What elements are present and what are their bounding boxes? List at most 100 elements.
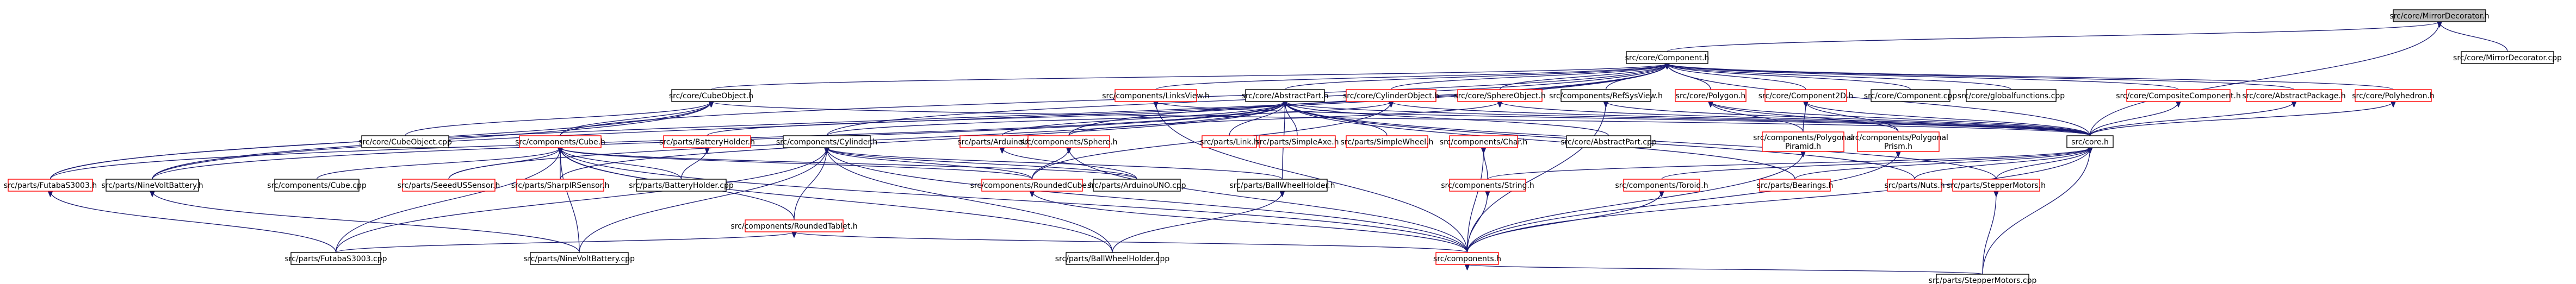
edge-cubecomp-to-roundedcube [560, 147, 1033, 180]
edge-cylobj-to-cylcomp [826, 101, 1391, 136]
node-box [1871, 89, 1950, 102]
node-src-parts-bearings-h[interactable]: src/parts/Bearings.h [1757, 179, 1834, 192]
node-label: src/components/RoundedTablet.h [730, 222, 857, 231]
node-label: src/core/CubeObject.h [669, 92, 753, 100]
node-box [783, 135, 871, 148]
edge-polyprism-to-componentsh [1466, 152, 1899, 253]
node-src-parts-ninevoltbattery-h[interactable]: src/parts/NineVoltBattery.h [101, 179, 203, 192]
node-label: src/parts/SimpleWheel.h [1341, 138, 1434, 147]
node-src-core-sphereobject-h[interactable]: src/core/SphereObject.h [1454, 89, 1546, 102]
edge-comp-to-cubecomp [560, 63, 1667, 136]
node-src-parts-ballwheelholder-h[interactable]: src/parts/BallWheelHolder.h [1230, 179, 1335, 192]
edge-coreh-to-string [1487, 147, 2090, 180]
node-box [1093, 179, 1181, 192]
edge-comp-to-linksview [1155, 63, 1667, 90]
edge-sphere-to-componentsh [1069, 148, 1468, 253]
node-box [1675, 89, 1747, 102]
node-src-parts-batteryholder-h[interactable]: src/parts/BatteryHolder.h [659, 135, 755, 148]
node-label: src/components/Cylinder.h [776, 138, 877, 147]
node-src-core-cubeobject-cpp[interactable]: src/core/CubeObject.cpp [358, 135, 452, 148]
node-src-parts-steppermotors-h[interactable]: src/parts/StepperMotors.h [1947, 179, 2046, 192]
node-label: src/core/CubeObject.cpp [358, 138, 452, 147]
node-box [8, 179, 93, 192]
node-src-core-component-h[interactable]: src/core/Component.h [1625, 51, 1710, 64]
node-src-components-roundedtablet-h[interactable]: src/components/RoundedTablet.h [730, 219, 858, 232]
node-box [1561, 89, 1651, 102]
node-src-core-mirrordecorator-cpp[interactable]: src/core/MirrorDecorator.cpp [2453, 51, 2562, 64]
node-src-core-cubeobject-h[interactable]: src/core/CubeObject.h [669, 89, 753, 102]
node-src-components-char-h[interactable]: src/components/Char.h [1440, 135, 1527, 148]
node-src-parts-ballwheelholder-cpp[interactable]: src/parts/BallWheelHolder.cpp [1055, 252, 1170, 265]
node-label: src/parts/SharpIRSensor.h [511, 181, 610, 190]
node-src-core-globalfunctions-cpp[interactable]: src/core/globalfunctions.cpp [1958, 89, 2065, 102]
node-src-components-cube-h[interactable]: src/components/Cube.h [515, 135, 605, 148]
edge-stepperh-to-steppercpp [1982, 191, 1996, 275]
node-src-core-component2d-h[interactable]: src/core/Component2D.h [1758, 89, 1854, 102]
node-label: src/core/Polygon.h [1676, 92, 1746, 100]
node-src-parts-arduinouno-h[interactable]: src/parts/ArduinoUNO.h [957, 135, 1047, 148]
node-src-parts-seeedussensor-h[interactable]: src/parts/SeeedUSSensor.h [398, 179, 500, 192]
node-src-parts-nuts-h[interactable]: src/parts/Nuts.h [1884, 179, 1945, 192]
node-src-components-linksview-h[interactable]: src/components/LinksView.h [1102, 89, 1210, 102]
node-src-core-component-cpp[interactable]: src/core/Component.cpp [1864, 89, 1958, 102]
node-box [1764, 89, 1847, 102]
node-src-parts-simplewheel-h[interactable]: src/parts/SimpleWheel.h [1341, 135, 1434, 148]
node-box [2355, 89, 2432, 102]
node-src-components-cylinder-h[interactable]: src/components/Cylinder.h [776, 135, 877, 148]
node-src-parts-futabas3003-h[interactable]: src/parts/FutabaS3003.h [4, 179, 97, 192]
edge-roundedcube-to-componentsh [1032, 191, 1468, 253]
node-box [1027, 135, 1110, 148]
node-src-core-abstractpackage-h[interactable]: src/core/AbstractPackage.h [2242, 89, 2346, 102]
edge-comp2d-to-coreh [1806, 101, 2091, 136]
edge-cubecomp-to-cubecpp [316, 147, 561, 180]
edge-cubeobj-to-cubecomp [560, 101, 711, 136]
node-src-core-compositecomponent-h[interactable]: src/core/CompositeComponent.h [2116, 89, 2241, 102]
node-src-core-abstractpart-cpp[interactable]: src/core/AbstractPart.cpp [1561, 135, 1657, 148]
node-label: src/components/LinksView.h [1102, 92, 1210, 100]
node-src-core-abstractpart-h[interactable]: src/core/AbstractPart.h [1242, 89, 1329, 102]
edge-comp-to-compositecomp [1667, 63, 2179, 90]
node-label: src/components/Char.h [1440, 138, 1527, 147]
node-src-core-polyhedron-h[interactable]: src/core/Polyhedron.h [2352, 89, 2435, 102]
node-label: src/core/Component.cpp [1864, 92, 1958, 100]
node-box [1346, 135, 1428, 148]
node-label: src/components.h [1433, 255, 1501, 263]
node-src-core-h[interactable]: src/core.h [2066, 135, 2114, 148]
node-label: src/components/Sphere.h [1020, 138, 1117, 147]
edge-coreh-to-bearings [1794, 147, 2090, 180]
node-box [290, 252, 381, 265]
edge-char-to-string [1484, 148, 1488, 180]
node-box [1245, 89, 1325, 102]
edge-comp-to-cubeobj [710, 63, 1668, 90]
node-src-parts-link-h[interactable]: src/parts/Link.h [1200, 135, 1259, 148]
node-box [1566, 135, 1651, 148]
node-src-parts-simpleaxe-h[interactable]: src/parts/SimpleAxe.h [1255, 135, 1339, 148]
node-box [636, 179, 727, 192]
node-src-components-h[interactable]: src/components.h [1433, 252, 1501, 265]
node-src-components-cube-cpp[interactable]: src/components/Cube.cpp [267, 179, 367, 192]
node-src-components-roundedcube-h[interactable]: src/components/RoundedCube.h [970, 179, 1094, 192]
node-src-components-refsysview-h[interactable]: src/components/RefSysView.h [1549, 89, 1663, 102]
node-src-parts-steppermotors-cpp[interactable]: src/parts/StepperMotors.cpp [1929, 274, 2037, 284]
node-src-components-string-h[interactable]: src/components/String.h [1441, 179, 1534, 192]
node-label: src/core/CylinderObject.h [1343, 92, 1439, 100]
node-label: src/parts/ArduinoUNO.cpp [1087, 181, 1186, 190]
node-src-core-polygon-h[interactable]: src/core/Polygon.h [1675, 89, 1747, 102]
node-src-parts-batteryholder-cpp[interactable]: src/parts/BatteryHolder.cpp [629, 179, 734, 192]
node-src-parts-ninevoltbattery-cpp[interactable]: src/parts/NineVoltBattery.cpp [524, 252, 635, 265]
node-box [1626, 51, 1708, 64]
node-box [530, 252, 629, 265]
edge-cubecomp-to-ninevoltcpp [560, 148, 580, 253]
node-src-parts-arduinouno-cpp[interactable]: src/parts/ArduinoUNO.cpp [1087, 179, 1186, 192]
node-src-core-cylinderobject-h[interactable]: src/core/CylinderObject.h [1343, 89, 1439, 102]
edge-cylcomp-to-roundedcube [827, 147, 1033, 180]
node-box [2461, 51, 2554, 64]
node-src-parts-futabas3003-cpp[interactable]: src/parts/FutabaS3003.cpp [284, 252, 387, 265]
node-src-components-toroid-h[interactable]: src/components/Toroid.h [1615, 179, 1708, 192]
edge-root-to-coreh [2089, 22, 2440, 136]
node-src-parts-sharpirsensor-h[interactable]: src/parts/SharpIRSensor.h [511, 179, 610, 192]
node-src-components-sphere-h[interactable]: src/components/Sphere.h [1020, 135, 1118, 148]
